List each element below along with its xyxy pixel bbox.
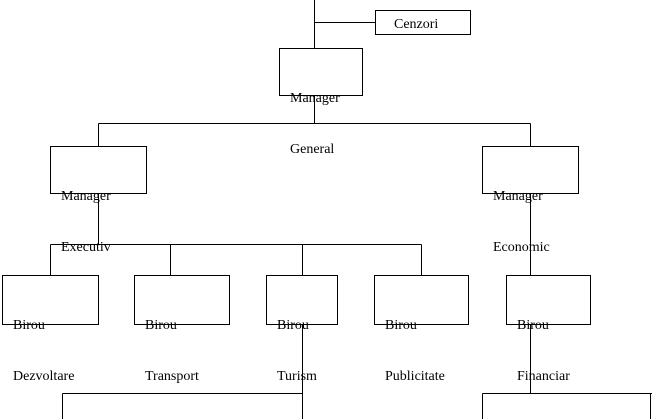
node-birou-publicitate-line1: Birou — [385, 318, 417, 333]
node-manager-general-line2: General — [290, 142, 335, 157]
node-birou-turism: Birou Turism — [266, 275, 338, 384]
node-manager-executiv-line1: Manager — [61, 189, 111, 204]
node-birou-turism-line1: Birou — [277, 318, 309, 333]
node-birou-dezvoltare-line1: Birou — [13, 318, 45, 333]
node-birou-transport-line1: Birou — [145, 318, 177, 333]
node-birou-transport-line2: Transport — [145, 369, 199, 384]
node-manager-executiv-line2: Executiv — [61, 240, 111, 255]
node-cenzori: Cenzori — [375, 10, 471, 35]
node-birou-financiar-line2: Financiar — [517, 369, 570, 384]
node-cenzori-label: Cenzori — [394, 17, 439, 32]
node-birou-publicitate-line2: Publicitate — [385, 369, 445, 384]
node-manager-general: Manager General — [279, 48, 363, 157]
node-birou-publicitate: Birou Publicitate — [374, 275, 469, 384]
node-manager-economic-line2: Economic — [493, 240, 550, 255]
node-birou-turism-line2: Turism — [277, 369, 317, 384]
node-manager-economic: Manager Economic — [482, 146, 579, 255]
node-birou-financiar: Birou Financiar — [506, 275, 591, 384]
node-birou-financiar-line1: Birou — [517, 318, 549, 333]
node-manager-executiv: Manager Executiv — [50, 146, 147, 255]
node-birou-dezvoltare-line2: Dezvoltare — [13, 369, 75, 384]
node-manager-general-line1: Manager — [290, 91, 340, 106]
node-birou-dezvoltare: Birou Dezvoltare — [2, 275, 99, 384]
node-birou-transport: Birou Transport — [134, 275, 230, 384]
node-manager-economic-line1: Manager — [493, 189, 543, 204]
